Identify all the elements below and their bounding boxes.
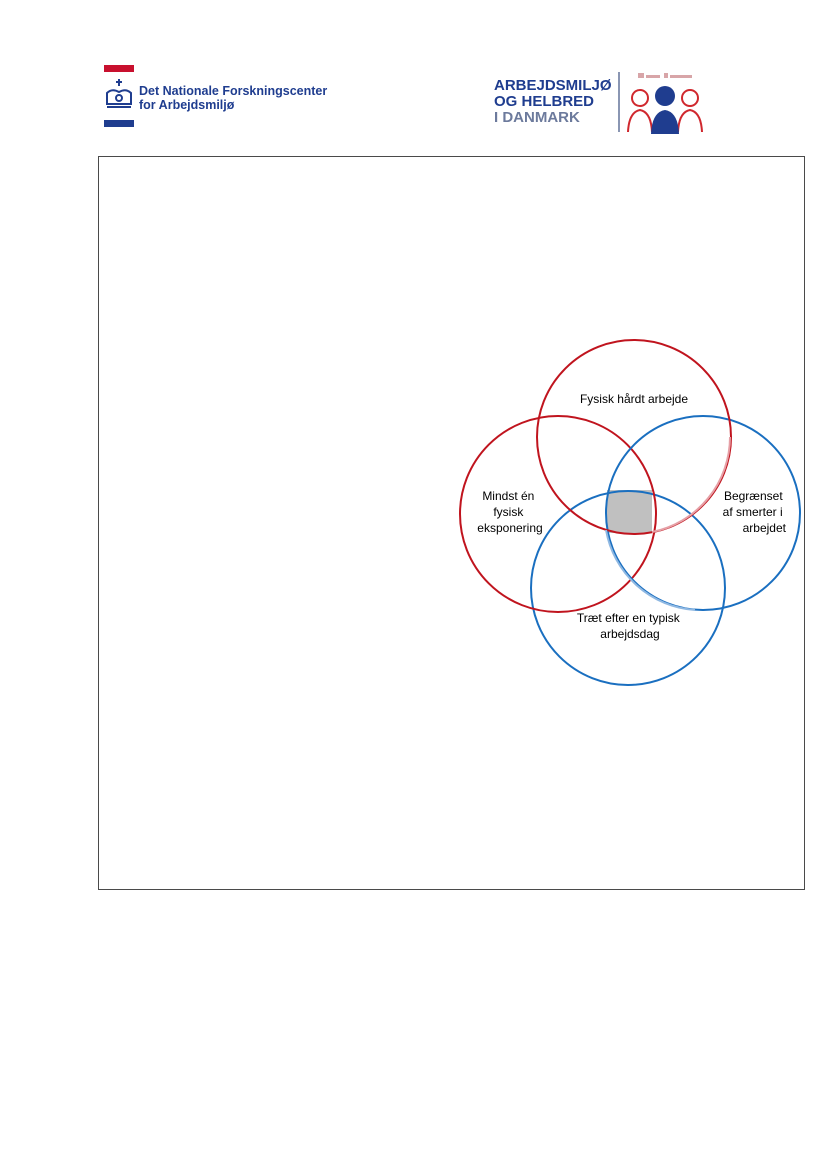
nfa-logo: Det Nationale Forskningscenter for Arbej… bbox=[104, 64, 344, 130]
venn-circle-right bbox=[605, 415, 801, 611]
people-icon bbox=[627, 73, 703, 134]
venn-label-bottom-line2: arbejdsdag bbox=[600, 627, 659, 641]
venn-label-right-line1: Begrænset bbox=[724, 489, 783, 503]
venn-overlap-arc-top bbox=[651, 436, 731, 533]
venn-intersection bbox=[607, 490, 652, 533]
venn-label-left-line1: Mindst én bbox=[482, 489, 534, 503]
brand-logo: ARBEJDSMILJØ OG HELBRED I DANMARK bbox=[494, 70, 714, 134]
figure-frame bbox=[98, 156, 805, 890]
venn-label-top: Fysisk hårdt arbejde bbox=[580, 392, 688, 406]
venn-label-bottom: Træt efter en typisk arbejdsdag bbox=[577, 611, 683, 641]
brand-title-line3: I DANMARK bbox=[494, 109, 580, 126]
flag-stripe-red bbox=[104, 65, 134, 72]
flag-stripe-blue bbox=[104, 120, 134, 127]
venn-label-bottom-line1: Træt efter en typisk bbox=[577, 611, 681, 625]
venn-circle-left bbox=[459, 415, 657, 613]
venn-label-left-line3: eksponering bbox=[477, 521, 542, 535]
venn-circle-top bbox=[536, 339, 732, 535]
venn-label-left: Mindst én fysisk eksponering bbox=[477, 489, 542, 535]
brand-title-line1: ARBEJDSMILJØ bbox=[494, 77, 612, 94]
venn-overlap-arc-right bbox=[605, 529, 696, 611]
venn-diagram: Fysisk hårdt arbejde Mindst én fysisk ek… bbox=[459, 339, 801, 686]
venn-label-right: Begrænset af smerter i arbejdet bbox=[723, 489, 787, 535]
venn-label-top-line1: Fysisk hårdt arbejde bbox=[580, 392, 688, 406]
org-name-line2: for Arbejdsmiljø bbox=[139, 98, 235, 112]
venn-label-right-line2: af smerter i bbox=[723, 505, 783, 519]
crown-icon bbox=[106, 79, 132, 108]
brand-title-line2: OG HELBRED bbox=[494, 93, 595, 110]
brand-divider bbox=[618, 72, 620, 132]
brand-title: ARBEJDSMILJØ OG HELBRED I DANMARK bbox=[494, 78, 612, 126]
org-name: Det Nationale Forskningscenter for Arbej… bbox=[139, 84, 327, 112]
venn-circle-bottom bbox=[530, 490, 726, 686]
org-name-line1: Det Nationale Forskningscenter bbox=[139, 84, 328, 98]
venn-label-left-line2: fysisk bbox=[493, 505, 524, 519]
venn-label-right-line3: arbejdet bbox=[743, 521, 787, 535]
